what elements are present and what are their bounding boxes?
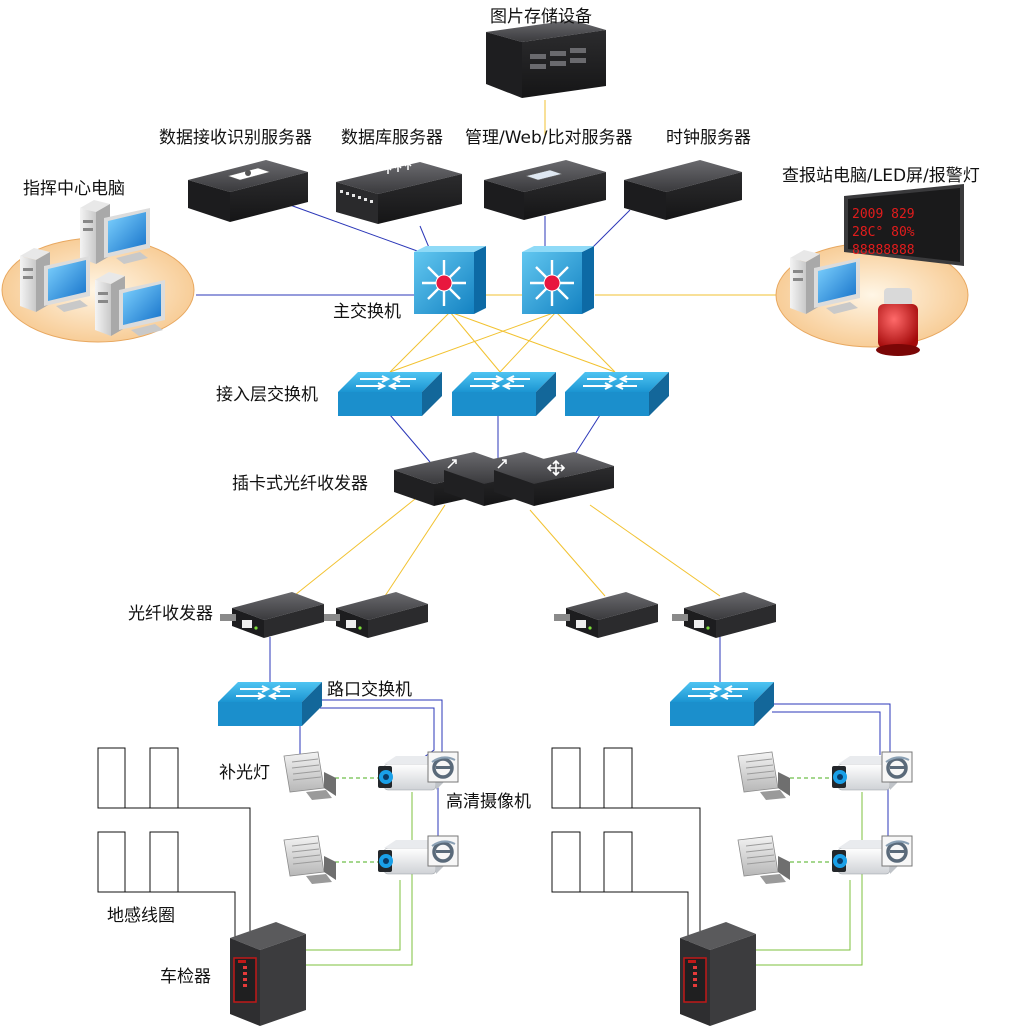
label-data-recv-server: 数据接收识别服务器: [159, 128, 312, 148]
label-card-transceiver: 插卡式光纤收发器: [232, 474, 368, 494]
fill-light-right-1: [737, 751, 791, 801]
checkpoint-station: 2009 829 28C° 80% 88888888: [775, 184, 969, 356]
label-command-pc: 指挥中心电脑: [23, 179, 125, 199]
core-access-links: [389, 311, 616, 373]
core-switch-2: [520, 244, 596, 316]
access-switch-1: [337, 371, 443, 417]
mgmt-web-server: [484, 160, 606, 220]
ie-icon: [426, 834, 460, 868]
fill-light-left-2: [283, 835, 337, 885]
label-database-server: 数据库服务器: [341, 128, 443, 148]
ie-icon: [880, 750, 914, 784]
core-switch-1: [412, 244, 488, 316]
card-transceivers: [394, 452, 614, 506]
label-vehicle-detector: 车检器: [160, 967, 211, 987]
access-switch-3: [564, 371, 670, 417]
label-mgmt-server: 管理/Web/比对服务器: [465, 128, 633, 148]
label-loop-coil: 地感线圈: [107, 906, 175, 926]
label-fiber-transceiver: 光纤收发器: [128, 604, 213, 624]
intersection-links: [269, 623, 891, 840]
light-trigger-links: [335, 777, 834, 863]
label-picture-storage: 图片存储设备: [490, 7, 592, 27]
fiber-transceiver-2: [324, 592, 428, 638]
card-transceiver-2: [444, 452, 564, 506]
link-clock-server: [589, 209, 631, 251]
command-pc-1: [80, 200, 150, 264]
fiber-transceiver-4: [672, 592, 776, 638]
ie-icon: [426, 750, 460, 784]
intersection-switch-right: [669, 681, 775, 727]
label-access-switch: 接入层交换机: [216, 385, 318, 405]
led-line-3: 88888888: [852, 243, 915, 258]
data-recv-server: [188, 160, 308, 222]
link-recv-server: [289, 204, 421, 253]
vehicle-detector-left: [229, 921, 307, 1027]
card-transceiver-3: [494, 452, 614, 506]
vehicle-detector-right: [679, 921, 757, 1027]
database-server: [336, 161, 462, 224]
ie-icon: [880, 834, 914, 868]
led-line-1: 2009 829: [852, 207, 915, 222]
label-core-switch: 主交换机: [333, 302, 401, 322]
label-intersection-switch: 路口交换机: [327, 680, 412, 700]
label-fill-light: 补光灯: [219, 763, 270, 783]
fill-light-right-2: [737, 835, 791, 885]
fiber-field-links: [294, 494, 721, 597]
fiber-transceiver-3: [554, 592, 658, 638]
access-switch-2: [451, 371, 557, 417]
label-clock-server: 时钟服务器: [666, 128, 751, 148]
alarm-light: [876, 288, 920, 356]
label-checkpoint-pc: 查报站电脑/LED屏/报警灯: [782, 166, 980, 186]
intersection-switch-left: [217, 681, 323, 727]
card-transceiver-1: [394, 452, 514, 506]
picture-storage-device: [486, 20, 606, 98]
label-hd-camera: 高清摄像机: [446, 792, 531, 812]
led-line-2: 28C° 80%: [852, 225, 915, 240]
led-screen: 2009 829 28C° 80% 88888888: [844, 184, 964, 266]
fill-light-left-1: [283, 751, 337, 801]
clock-server: [624, 160, 742, 220]
command-center-pcs: [1, 200, 195, 343]
fiber-transceiver-1: [220, 592, 324, 638]
